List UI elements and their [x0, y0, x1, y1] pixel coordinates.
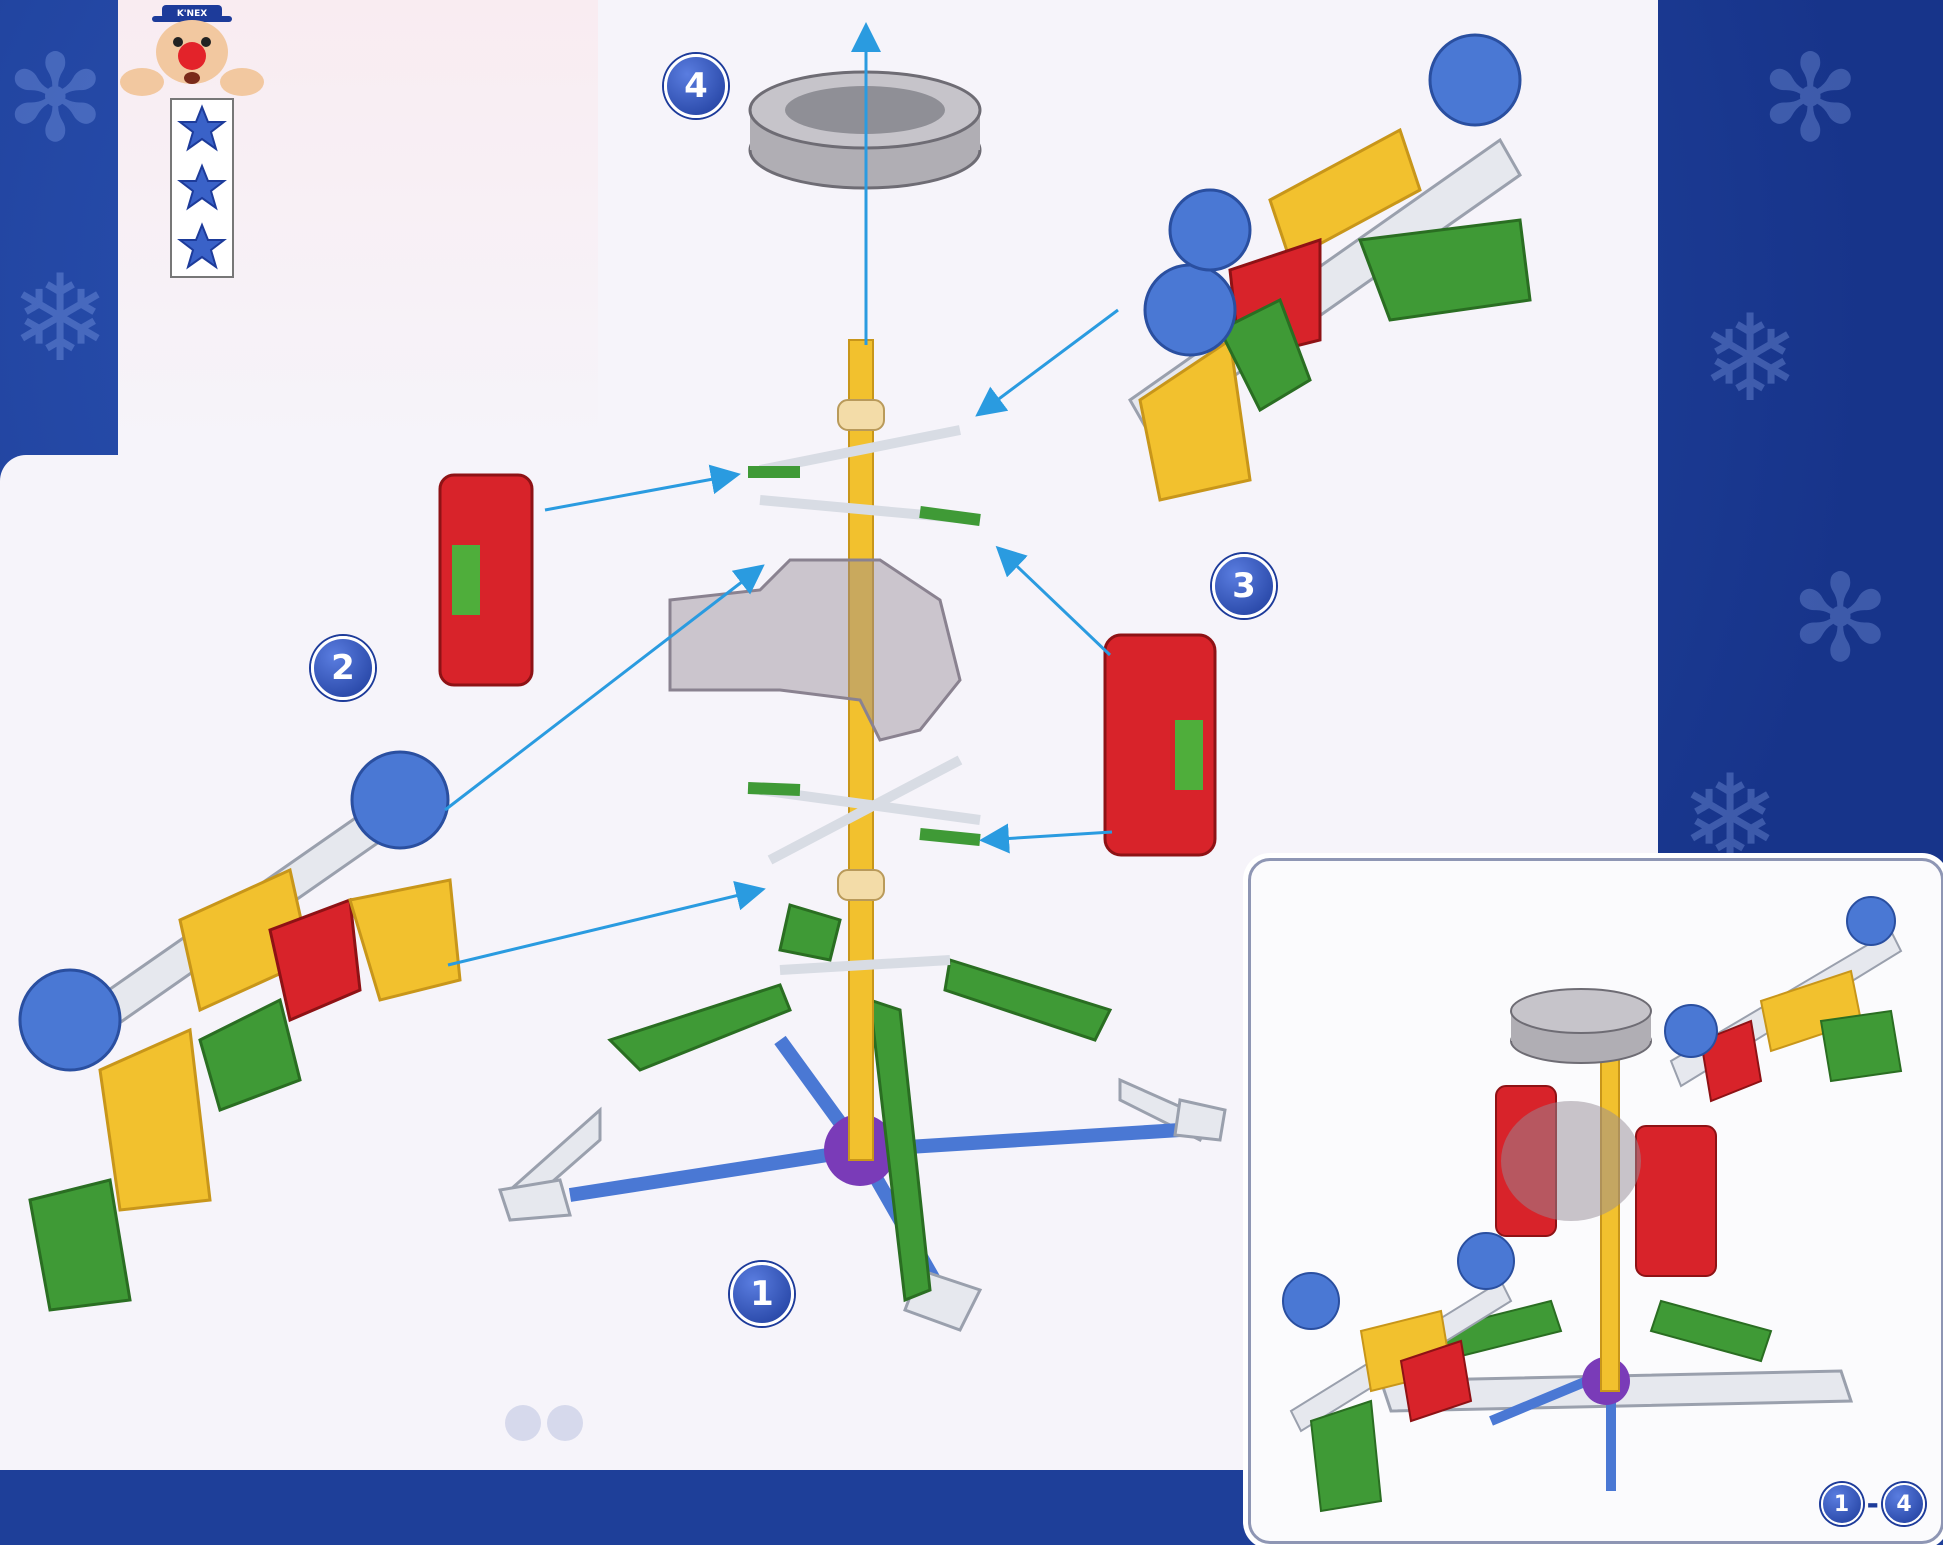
completed-preview-inset: 1 - 4	[1248, 858, 1943, 1544]
step-badge-3: 3	[1212, 554, 1276, 618]
center-rod	[849, 340, 873, 1160]
motor-housing	[670, 560, 960, 740]
step-badge-2: 2	[311, 636, 375, 700]
range-start-badge: 1	[1821, 1483, 1863, 1525]
red-piece-right	[1105, 635, 1215, 855]
completed-model-illustration	[1251, 861, 1941, 1541]
range-end-badge: 4	[1883, 1483, 1925, 1525]
step-range-label: 1 - 4	[1821, 1483, 1925, 1525]
arm-upper-right	[1130, 35, 1530, 500]
step-badge-1: 1	[730, 1262, 794, 1326]
arm-lower-left	[20, 752, 460, 1310]
range-separator: -	[1867, 1487, 1879, 1522]
step-badge-4: 4	[664, 54, 728, 118]
red-piece-left	[440, 475, 532, 685]
